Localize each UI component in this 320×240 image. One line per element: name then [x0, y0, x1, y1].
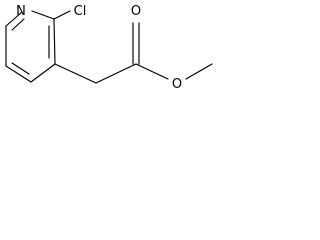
- chlorine-label: Cl: [74, 4, 87, 19]
- chemical-structure-diagram: N Cl O O: [5, 4, 213, 92]
- carbonyl-oxygen-label: O: [131, 4, 141, 19]
- bond-carbonyl-ester-o: [135, 63, 169, 80]
- bond-c6-n1: [5, 11, 23, 27]
- bond-c6-n1-inner: [11, 18, 25, 31]
- bond-ester-o-methyl: [185, 63, 213, 80]
- bond-ch2-carbonyl: [95, 63, 137, 84]
- bond-n1-c2: [31, 10, 55, 20]
- bond-c3-ch2: [54, 63, 97, 84]
- bond-c3-c4: [30, 63, 56, 83]
- pyridine-ring: [5, 10, 56, 83]
- bond-c4-c5-inner: [11, 62, 30, 75]
- bond-c2-c3: [53, 18, 56, 65]
- bond-c4-c5: [5, 65, 32, 83]
- nitrogen-label: N: [16, 4, 26, 19]
- methyl-acetate-side-chain: [54, 22, 213, 84]
- bond-c2-cl: [53, 10, 71, 20]
- ester-oxygen-label: O: [172, 77, 182, 92]
